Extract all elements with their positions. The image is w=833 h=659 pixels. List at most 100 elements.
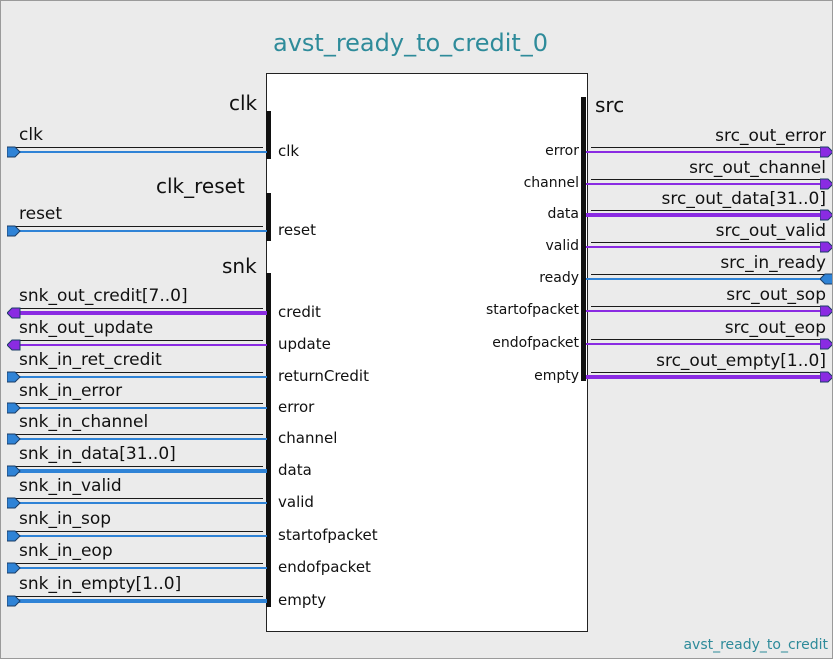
- component-block[interactable]: [266, 73, 588, 632]
- signal-name-src-valid: src_out_valid: [715, 221, 826, 241]
- port-label-channel: channel: [278, 429, 338, 447]
- group-label-src: src: [595, 93, 625, 117]
- clk-reset-interface-bar: [266, 193, 271, 241]
- signal-name-returnCredit: snk_in_ret_credit: [19, 350, 162, 370]
- signal-name-valid: snk_in_valid: [19, 476, 122, 496]
- wire-src-endofpacket[interactable]: [586, 343, 826, 345]
- wire-endofpacket[interactable]: [13, 567, 267, 569]
- wire-src-data[interactable]: [586, 213, 826, 217]
- terminal-src-endofpacket[interactable]: [820, 338, 833, 350]
- group-label-snk: snk: [222, 254, 257, 278]
- terminal-src-channel[interactable]: [820, 178, 833, 190]
- wire-clk[interactable]: [13, 151, 267, 153]
- signal-underline: [13, 563, 263, 564]
- signal-name-src-empty: src_out_empty[1..0]: [656, 351, 826, 371]
- terminal-endofpacket[interactable]: [7, 562, 21, 574]
- wire-src-empty[interactable]: [586, 375, 826, 379]
- terminal-data[interactable]: [7, 465, 21, 477]
- signal-underline: [13, 147, 263, 148]
- signal-name-src-endofpacket: src_out_eop: [724, 318, 826, 338]
- signal-underline: [591, 372, 827, 373]
- group-label-clk: clk: [229, 91, 258, 115]
- wire-credit[interactable]: [13, 311, 267, 315]
- signal-underline: [13, 466, 263, 467]
- clk-interface-bar: [266, 111, 271, 159]
- wire-startofpacket[interactable]: [13, 535, 267, 537]
- port-label-update: update: [278, 335, 331, 353]
- terminal-error[interactable]: [7, 402, 21, 414]
- signal-underline: [13, 340, 263, 341]
- port-label-src-data: data: [547, 206, 579, 222]
- port-label-reset: reset: [278, 221, 316, 239]
- signal-name-src-startofpacket: src_out_sop: [726, 285, 826, 305]
- terminal-returnCredit[interactable]: [7, 371, 21, 383]
- signal-name-update: snk_out_update: [19, 318, 154, 338]
- wire-src-ready[interactable]: [586, 278, 826, 280]
- terminal-clk[interactable]: [7, 146, 21, 158]
- port-label-endofpacket: endofpacket: [278, 558, 371, 576]
- signal-underline: [13, 372, 263, 373]
- wire-data[interactable]: [13, 469, 267, 473]
- signal-name-error: snk_in_error: [19, 381, 123, 401]
- port-label-src-valid: valid: [545, 238, 579, 254]
- terminal-src-valid[interactable]: [820, 241, 833, 253]
- group-label-clk-reset: clk_reset: [156, 174, 245, 198]
- component-title: avst_ready_to_credit_0: [273, 29, 549, 57]
- signal-underline: [13, 226, 263, 227]
- terminal-src-empty[interactable]: [820, 371, 833, 383]
- terminal-src-error[interactable]: [820, 146, 833, 158]
- wire-valid[interactable]: [13, 502, 267, 504]
- port-label-src-error: error: [545, 143, 579, 159]
- signal-underline: [591, 306, 827, 307]
- wire-reset[interactable]: [13, 230, 267, 232]
- wire-src-error[interactable]: [586, 151, 826, 153]
- signal-name-data: snk_in_data[31..0]: [19, 444, 176, 464]
- terminal-valid[interactable]: [7, 497, 21, 509]
- port-label-startofpacket: startofpacket: [278, 526, 378, 544]
- signal-underline: [591, 339, 827, 340]
- signal-underline: [591, 179, 827, 180]
- terminal-src-ready[interactable]: [820, 273, 833, 285]
- wire-returnCredit[interactable]: [13, 376, 267, 378]
- signal-name-clk: clk: [19, 125, 43, 145]
- signal-underline: [591, 210, 827, 211]
- wire-src-valid[interactable]: [586, 246, 826, 248]
- port-label-src-empty: empty: [534, 368, 579, 384]
- signal-name-src-data: src_out_data[31..0]: [661, 189, 826, 209]
- signal-name-reset: reset: [19, 204, 63, 224]
- wire-channel[interactable]: [13, 438, 267, 440]
- port-label-credit: credit: [278, 303, 321, 321]
- port-label-valid: valid: [278, 493, 314, 511]
- signal-underline: [13, 403, 263, 404]
- signal-name-src-error: src_out_error: [715, 126, 826, 146]
- terminal-startofpacket[interactable]: [7, 530, 21, 542]
- terminal-credit[interactable]: [7, 307, 21, 319]
- terminal-reset[interactable]: [7, 225, 21, 237]
- component-type-label: avst_ready_to_credit: [683, 637, 828, 653]
- port-label-src-startofpacket: startofpacket: [486, 302, 579, 318]
- terminal-src-startofpacket[interactable]: [820, 305, 833, 317]
- signal-underline: [13, 434, 263, 435]
- signal-name-src-ready: src_in_ready: [720, 253, 826, 273]
- signal-underline: [591, 147, 827, 148]
- terminal-channel[interactable]: [7, 433, 21, 445]
- signal-name-credit: snk_out_credit[7..0]: [19, 286, 188, 306]
- wire-empty[interactable]: [13, 599, 267, 603]
- terminal-empty[interactable]: [7, 595, 21, 607]
- terminal-update[interactable]: [7, 339, 21, 351]
- port-label-data: data: [278, 461, 312, 479]
- wire-error[interactable]: [13, 407, 267, 409]
- signal-underline: [13, 308, 263, 309]
- signal-underline: [13, 596, 263, 597]
- signal-underline: [591, 242, 827, 243]
- src-interface-bar: [581, 97, 586, 381]
- signal-name-channel: snk_in_channel: [19, 412, 149, 432]
- signal-name-endofpacket: snk_in_eop: [19, 541, 113, 561]
- terminal-src-data[interactable]: [820, 209, 833, 221]
- wire-src-channel[interactable]: [586, 183, 826, 185]
- wire-src-startofpacket[interactable]: [586, 310, 826, 312]
- wire-update[interactable]: [13, 344, 267, 346]
- port-label-error: error: [278, 398, 315, 416]
- signal-name-empty: snk_in_empty[1..0]: [19, 574, 182, 594]
